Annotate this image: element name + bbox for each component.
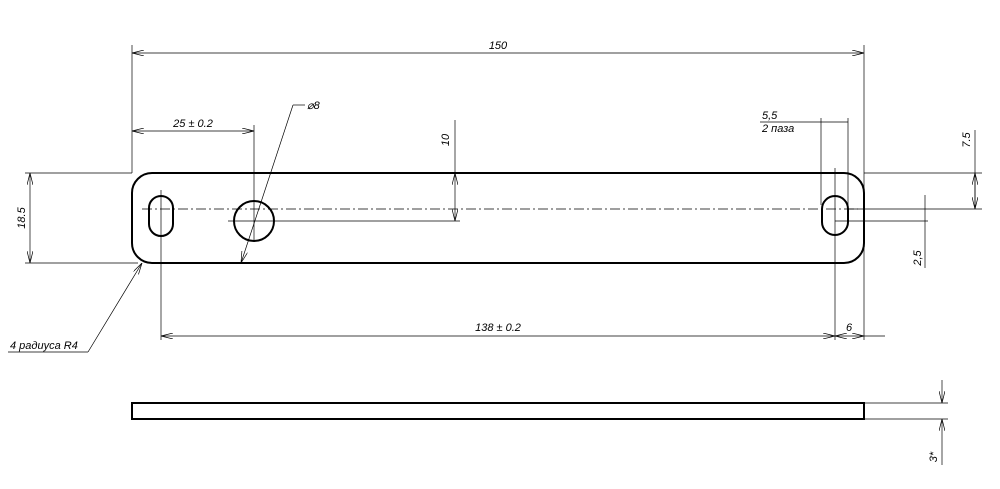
svg-text:5,5: 5,5 xyxy=(762,110,778,122)
plate-top-view xyxy=(131,125,982,340)
dim-hole-diameter: ⌀8 xyxy=(241,100,321,263)
svg-text:2 паза: 2 паза xyxy=(761,123,794,135)
svg-text:18.5: 18.5 xyxy=(16,206,28,228)
svg-text:150: 150 xyxy=(489,40,508,52)
dim-slot-spacing: 138 ± 0.2 6 xyxy=(161,322,885,336)
dim-10: 10 xyxy=(440,120,455,221)
svg-text:2,5: 2,5 xyxy=(912,249,924,266)
dim-overall-length: 150 xyxy=(131,40,865,340)
svg-text:138 ± 0.2: 138 ± 0.2 xyxy=(475,322,521,334)
svg-text:4 радиуса R4: 4 радиуса R4 xyxy=(10,340,78,352)
dim-7-5: 7.5 xyxy=(961,130,975,209)
svg-text:10: 10 xyxy=(440,133,452,146)
svg-text:3*: 3* xyxy=(928,451,940,462)
svg-text:25 ± 0.2: 25 ± 0.2 xyxy=(172,118,213,130)
plate-side-view: 3* xyxy=(131,380,948,465)
dim-hole-offset: 25 ± 0.2 xyxy=(132,118,254,131)
svg-text:⌀8: ⌀8 xyxy=(307,100,321,112)
svg-text:6: 6 xyxy=(846,322,853,334)
radius-note: 4 радиуса R4 xyxy=(8,263,142,353)
dim-18-5: 18.5 xyxy=(16,172,138,264)
svg-text:7.5: 7.5 xyxy=(961,131,973,147)
dim-slot-width: 5,5 2 паза xyxy=(760,110,849,205)
dim-2-5: 2,5 xyxy=(912,195,926,268)
